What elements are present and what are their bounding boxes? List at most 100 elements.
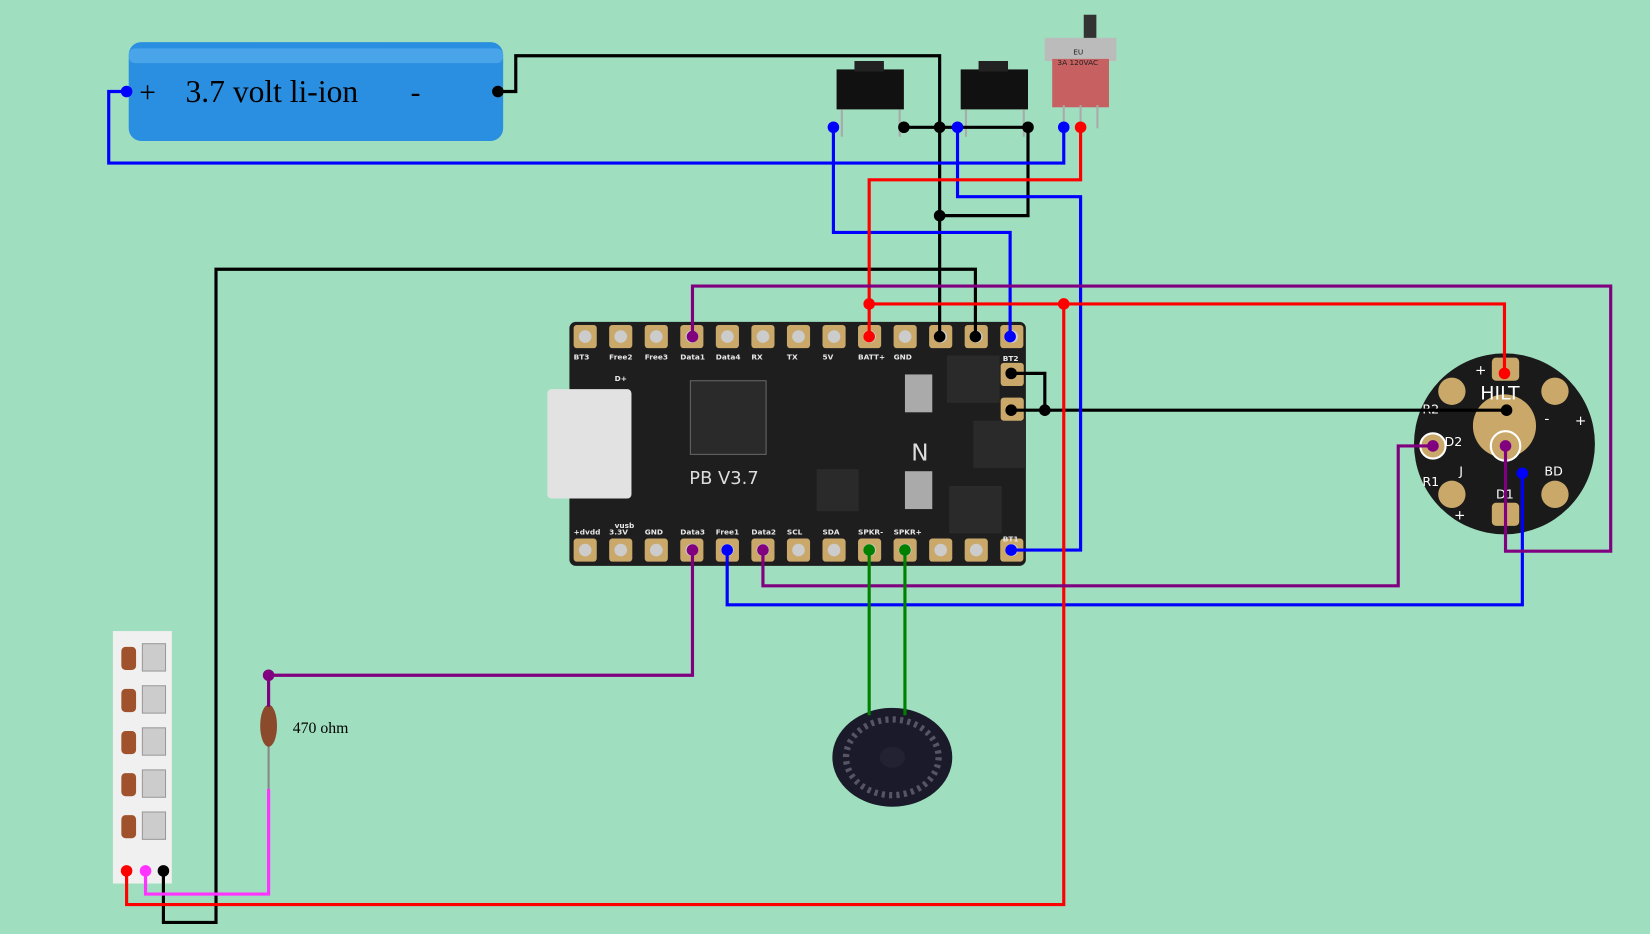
pad-hole	[827, 543, 841, 557]
pin-label: 3.3V	[609, 527, 628, 536]
pin-label-bt2: BT2	[1003, 354, 1019, 363]
wire-black-battery-gnd	[497, 54, 942, 337]
switch-text-2: 3A 120VAC	[1057, 58, 1098, 67]
pin-label: +dvdd	[574, 527, 601, 536]
pin-label: Data1	[680, 353, 705, 362]
wire-junction-dot	[1057, 298, 1070, 310]
pin-label: 5V	[822, 353, 833, 362]
wire-junction-dot	[1005, 404, 1017, 416]
pad-hole	[898, 330, 912, 343]
pad-hole	[614, 330, 628, 343]
wire-junction-dot	[1499, 440, 1512, 452]
wire-junction-dot	[262, 669, 275, 682]
board-logo: N	[911, 441, 928, 467]
pin-label: Free2	[609, 353, 632, 362]
wire-junction-dot	[1005, 544, 1017, 556]
speaker	[832, 707, 953, 807]
wire-red-switch-batt	[867, 127, 1083, 337]
pin-label: Data2	[751, 527, 776, 536]
pin-label: Free3	[645, 353, 668, 362]
wire-black-hilt-r2	[1011, 371, 1507, 412]
pad-hole	[578, 543, 592, 557]
wire-junction-dot	[1022, 121, 1034, 134]
battery-minus-label: -	[411, 77, 421, 109]
switch-text-1: EU	[1073, 48, 1083, 57]
hilt-label: +	[1575, 413, 1586, 429]
wire-junction-dot	[157, 865, 170, 877]
wire-blue-hilt-bd	[725, 473, 1524, 607]
wire-junction-dot	[933, 121, 946, 134]
pad-hole	[792, 330, 805, 343]
pin-label: BATT+	[858, 353, 885, 362]
wire-junction-dot	[969, 330, 982, 343]
wire-purple-data3	[267, 550, 695, 707]
push-button-2	[960, 61, 1028, 137]
pin-label: TX	[787, 353, 798, 362]
pin-label: Data4	[716, 353, 741, 362]
push-button-1	[836, 61, 904, 137]
pin-label: SPKR-	[858, 527, 883, 536]
wire-junction-dot	[757, 544, 769, 556]
wire-magenta-led-data	[143, 788, 271, 896]
battery: + 3.7 volt li-ion -	[128, 42, 504, 141]
wire-blue-button-2	[955, 127, 1083, 552]
board-name: PB V3.7	[689, 468, 758, 489]
hilt-connector-board: HILT + - + + R2 D2 R1 J D1 BD	[1414, 353, 1595, 535]
wire-red-hilt-plus	[869, 302, 1507, 374]
wire-junction-dot	[1057, 121, 1070, 134]
wire-junction-dot	[492, 85, 504, 98]
wire-junction-dot	[1074, 121, 1087, 134]
wire-junction-dot	[1427, 440, 1439, 452]
wire-junction-dot	[721, 544, 733, 556]
pin-label: SCL	[787, 527, 803, 536]
hilt-label: -	[1544, 411, 1549, 427]
wire-junction-dot	[120, 85, 133, 98]
hilt-label: +	[1454, 508, 1465, 524]
pin-label: SPKR+	[894, 527, 922, 536]
wire-junction-dot	[1005, 367, 1017, 380]
pin-label: GND	[645, 527, 663, 536]
hilt-label: R1	[1422, 474, 1439, 489]
pin-label: Data3	[680, 527, 705, 536]
wire-junction-dot	[898, 121, 910, 134]
usb-port	[547, 389, 632, 499]
wire-purple-data1	[690, 284, 1613, 553]
pin-label-bt1: BT1	[1003, 535, 1019, 544]
hilt-label: D2	[1445, 434, 1463, 449]
hilt-label: J	[1458, 463, 1463, 478]
pin-label: RX	[751, 353, 763, 362]
pad-hole	[649, 543, 663, 557]
wire-junction-dot	[1498, 367, 1511, 380]
wire-blue-battery-plus	[107, 89, 1066, 165]
pad-hole	[792, 543, 805, 557]
slide-switch: EU 3A 120VAC	[1044, 14, 1117, 129]
pin-label: BT3	[574, 353, 590, 362]
wires	[107, 54, 1613, 925]
pin-label: SDA	[822, 527, 839, 536]
wire-junction-dot	[120, 865, 133, 877]
pad-hole	[934, 543, 948, 557]
wire-purple-data2	[761, 444, 1433, 588]
pad-hole	[827, 330, 841, 343]
pin-label-vusb: vusb	[615, 521, 635, 530]
pin-label: Free1	[716, 527, 739, 536]
wire-junction-dot	[1516, 467, 1529, 480]
connection-dots	[120, 85, 1529, 877]
wire-junction-dot	[863, 330, 875, 343]
battery-label: 3.7 volt li-ion	[186, 74, 359, 109]
wire-junction-dot	[899, 544, 911, 556]
hilt-label: +	[1475, 362, 1486, 378]
battery-plus-label: +	[139, 77, 156, 109]
wire-junction-dot	[1039, 404, 1051, 416]
hilt-title: HILT	[1480, 383, 1520, 405]
hilt-label: BD	[1544, 463, 1562, 478]
wire-black-button-common	[903, 125, 1030, 218]
wire-junction-dot	[686, 330, 699, 343]
wire-junction-dot	[139, 865, 152, 877]
pin-label-dplus: D+	[615, 374, 627, 383]
wire-junction-dot	[1004, 330, 1016, 343]
led-strip	[112, 631, 172, 884]
proffieboard: PB V3.7 N BT3 Free2 Free3 Data1 Data4 RX TX 5V B…	[547, 321, 1026, 566]
